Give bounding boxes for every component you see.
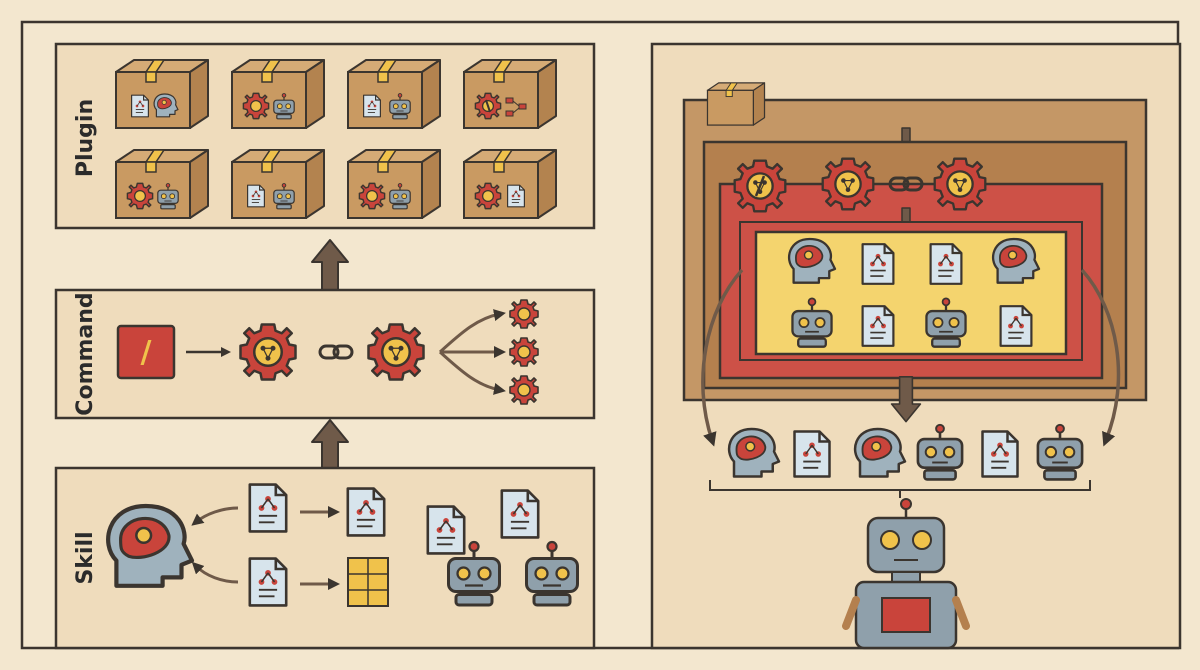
doc-icon: [861, 305, 895, 347]
head-icon: [991, 237, 1041, 284]
plugin-box-1: [115, 59, 209, 129]
plugin-box-7: [347, 149, 441, 219]
plugin-box-2: [231, 59, 325, 129]
doc-icon: [247, 184, 265, 208]
doc-icon: [363, 94, 381, 118]
doc-icon: [500, 489, 540, 539]
runtime-section: [682, 82, 1148, 650]
doc-icon: [131, 94, 149, 118]
skill-label: Skill: [73, 531, 98, 584]
gear-icon: [821, 157, 875, 211]
branch-arrow-icon: [438, 350, 506, 395]
doc-icon: [426, 505, 466, 555]
gear-icon: [126, 182, 154, 210]
gear-icon: [509, 299, 539, 329]
gear-icon: [509, 375, 539, 405]
curved-arrow-icon: [1080, 268, 1121, 447]
branch-arrow-icon: [438, 309, 506, 354]
doc-icon: [346, 487, 386, 537]
box-icon: [463, 149, 557, 219]
gear-icon: [509, 337, 539, 367]
head-icon: [787, 237, 837, 284]
box-icon: [463, 59, 557, 129]
gear-icon: [358, 182, 386, 210]
doc-icon: [981, 430, 1019, 478]
plugin-section: Plugin: [54, 42, 596, 230]
curved-arrow-icon: [701, 268, 744, 447]
slash-icon: [754, 175, 766, 197]
table-doc-icon: [347, 557, 389, 607]
plugin-box-6: [231, 149, 325, 219]
gear-icon: [367, 323, 425, 381]
head-icon: [108, 506, 192, 586]
slash-command-icon: [116, 324, 176, 380]
plugin-box-3: [347, 59, 441, 129]
command-section: Command /: [54, 288, 596, 420]
skill-section: Skill: [54, 466, 596, 650]
command-label: Command: [73, 292, 98, 415]
agent-robot-icon: [842, 498, 970, 650]
plugin-box-8: [463, 149, 557, 219]
head-icon: [853, 427, 907, 478]
doc-icon: [248, 483, 288, 533]
doc-icon: [929, 243, 963, 285]
arrow-icon: [191, 506, 239, 526]
box-icon: [706, 82, 766, 126]
plugin-box-5: [115, 149, 209, 219]
doc-icon: [999, 305, 1033, 347]
plugin-box-4: [463, 59, 557, 129]
slash-icon: [485, 99, 491, 113]
arrow-icon: [191, 561, 239, 584]
doc-icon: [793, 430, 831, 478]
gear-icon: [474, 182, 502, 210]
bracket: [709, 480, 1091, 498]
doc-icon: [248, 557, 288, 607]
plugin-label: Plugin: [73, 99, 98, 177]
head-icon: [727, 427, 781, 478]
gear-icon: [242, 92, 270, 120]
workflow-icon: [505, 97, 527, 117]
gear-icon: [933, 157, 987, 211]
slash-command-symbol: /: [141, 335, 152, 370]
head-icon: [153, 93, 179, 118]
gear-icon: [239, 323, 297, 381]
doc-icon: [507, 184, 526, 208]
doc-icon: [861, 243, 895, 285]
